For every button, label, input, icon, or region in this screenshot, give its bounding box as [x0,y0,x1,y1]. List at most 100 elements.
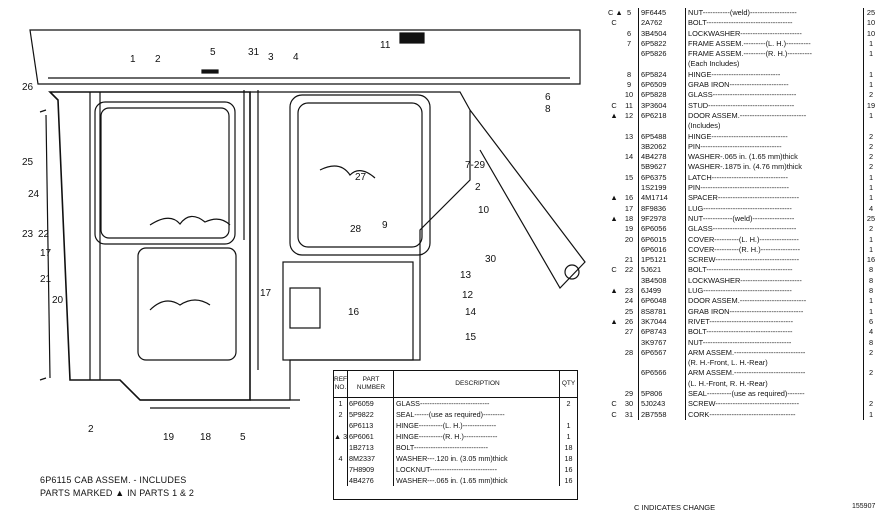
cell-qty: 8 [863,337,878,348]
cell-description: LOCKWASHER------------------------- [688,28,802,38]
cell-qty: 2 [863,399,878,410]
cell-part-number: 6P6375 [639,172,686,184]
cell-mark [608,80,620,90]
cell-ref: 25 [620,306,639,317]
cell-ref [620,378,639,389]
cell-mark: ▲ [610,286,618,296]
callout-14: 14 [465,307,477,318]
cell-description: ARM ASSEM.----------------------------- [688,368,806,378]
cell-part-number: 5J0243 [639,399,686,410]
cell-part-number: 5P806 [639,388,686,400]
cell-ref [334,464,348,475]
cell-description: BOLT------------------------------- [394,442,560,453]
cell-qty: 1 [863,306,878,317]
cell-qty: 10 [863,28,878,39]
cell-ref: 1 [334,398,348,409]
cell-qty: 4 [863,327,878,338]
cell-qty: 1 [863,193,878,204]
cell-ref: 17 [620,203,639,214]
cell-part-number: 2B7558 [639,409,686,420]
cell-description: BOLT----------------------------------- [688,18,793,28]
cell-qty: 16 [564,465,573,474]
cell-qty: 2 [566,399,571,408]
cell-ref: 13 [620,131,639,142]
cell-qty: 2 [863,90,878,101]
cell-description: LOCKWASHER------------------------- [688,275,802,285]
cell-part-number: 8M2337 [348,453,394,464]
callout-1: 1 [130,54,136,65]
cell-description: LATCH------------------------------- [688,172,788,182]
cell-description: RIVET---------------------------------- [688,316,794,326]
callout-2: 2 [475,182,481,193]
cell-mark [608,224,620,234]
cell-qty: 8 [863,265,878,276]
cell-description: ARM ASSEM.----------------------------- [688,347,806,357]
cell-mark [608,132,620,142]
cell-part-number: 1P5121 [639,255,686,266]
cell-ref: 27 [620,327,639,338]
parts-table-header: REF NO. PART NUMBER DESCRIPTION QTY [334,371,577,398]
cell-description: COVER----------(L. H.)---------------- [688,234,799,244]
cell-qty: 18 [564,454,573,463]
cell-qty: 2 [863,347,878,359]
callout-25: 25 [22,157,34,168]
cell-part-number: 6P5822 [639,38,686,50]
table-row: (R. H.-Front, L. H.-Rear) [608,358,878,369]
callout-3: 3 [268,52,274,63]
cell-mark [608,39,620,49]
cell-part-number: 6P6048 [639,296,686,307]
cell-part-number: 6P8743 [639,327,686,338]
cell-mark [608,142,620,152]
cell-part-number: 6P6059 [348,398,394,409]
cell-ref [620,59,639,70]
callout-9: 9 [382,220,388,231]
cell-qty: 1 [863,296,878,307]
cell-mark [608,379,620,389]
cell-ref [620,244,639,256]
cell-qty: 1 [863,183,878,194]
cell-description: BOLT----------------------------------- [688,265,793,275]
cell-qty [863,388,878,400]
cell-ref: 7 [620,38,639,50]
cell-description: FRAME ASSEM.---------(L. H.)---------- [688,38,811,48]
cell-part-number: 1S2199 [639,183,686,194]
cell-description: LUG------------------------------------ [688,203,792,213]
cell-description: NUT------------(weld)----------------- [688,213,795,223]
cell-mark [608,389,620,399]
cell-part-number: 6P6509 [639,80,686,91]
callout-28: 28 [350,224,362,235]
cell-qty: 16 [863,255,878,266]
cell-mark: C [611,409,617,419]
figure-number: 155907 [852,503,876,510]
cell-mark: C [611,18,617,28]
callout-24: 24 [28,189,40,200]
cell-ref [620,275,639,287]
header-description: DESCRIPTION [394,371,560,397]
cell-part-number: 6P5824 [639,69,686,81]
cell-qty: 1 [863,234,878,245]
cell-description: GLASS---------------------------------- [688,90,797,100]
cell-mark [608,358,620,368]
callout-19: 19 [163,432,175,443]
cell-ref [620,121,639,132]
cell-ref: 14 [620,152,639,163]
callout-11: 11 [380,40,391,51]
callout-2: 2 [88,424,94,435]
cell-ref [620,183,639,194]
